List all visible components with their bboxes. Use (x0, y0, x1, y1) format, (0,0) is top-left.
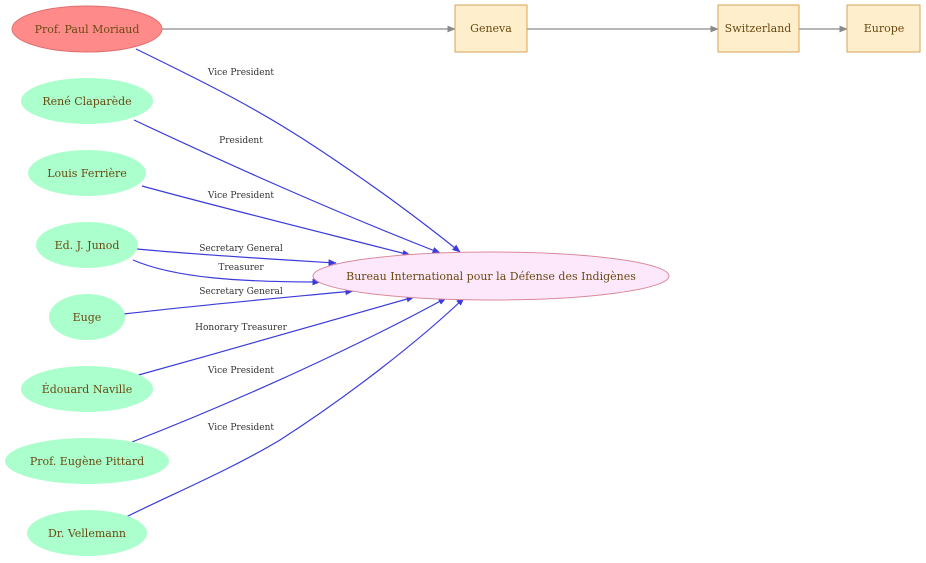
node-junod-label: Ed. J. Junod (55, 239, 120, 252)
node-claparede-shape (21, 78, 153, 124)
edge-label-ferriere: Vice President (207, 191, 275, 201)
edge-label-pittard: Vice President (207, 366, 275, 376)
node-vellemann-shape (27, 510, 147, 556)
edge-ferriere-bureau (141, 185, 411, 257)
node-pittard-label: Prof. Eugène Pittard (30, 455, 144, 468)
node-switzerland[interactable]: Switzerland (717, 4, 800, 53)
node-bureau[interactable]: Bureau International pour la Défense des… (312, 251, 670, 301)
edge-naville-bureau (134, 295, 415, 377)
node-bureau-shape (312, 251, 670, 301)
edge-euge-bureau (123, 288, 354, 315)
node-claparede-label: René Claparède (42, 95, 131, 108)
node-ferriere[interactable]: Louis Ferrière (28, 150, 146, 196)
node-euge-shape (49, 294, 125, 340)
node-junod-shape (36, 222, 138, 268)
node-moriaud[interactable]: Prof. Paul Moriaud (11, 5, 163, 53)
node-pittard[interactable]: Prof. Eugène Pittard (5, 438, 169, 484)
place-nodes: Geneva Switzerland Europe (454, 4, 921, 53)
node-claparede[interactable]: René Claparède (21, 78, 153, 124)
edge-junod-bureau-treasurer (132, 259, 321, 286)
node-geneva[interactable]: Geneva (454, 4, 528, 53)
edge-label-claparede: President (219, 136, 263, 146)
edge-labels: Vice President President Vice President … (195, 68, 287, 433)
node-junod[interactable]: Ed. J. Junod (36, 222, 138, 268)
node-switzerland-label: Switzerland (725, 22, 792, 35)
edge-label-moriaud: Vice President (207, 68, 275, 78)
edge-junod-bureau-secretary (136, 248, 337, 266)
edge-label-euge: Secretary General (199, 287, 283, 297)
node-geneva-label: Geneva (470, 22, 512, 35)
node-naville-shape (21, 366, 153, 412)
node-europe[interactable]: Europe (846, 4, 921, 53)
person-nodes: Prof. Paul Moriaud René Claparède Louis … (5, 5, 169, 556)
node-euge-label: Euge (73, 311, 102, 324)
edge-label-junod-treasurer: Treasurer (218, 263, 264, 273)
node-euge[interactable]: Euge (49, 294, 125, 340)
node-vellemann-label: Dr. Vellemann (48, 527, 126, 540)
edge-label-naville: Honorary Treasurer (195, 323, 287, 333)
node-ferriere-label: Louis Ferrière (47, 167, 127, 180)
node-switzerland-shape (717, 4, 800, 53)
node-vellemann[interactable]: Dr. Vellemann (27, 510, 147, 556)
node-bureau-label: Bureau International pour la Défense des… (346, 270, 636, 283)
node-europe-label: Europe (864, 22, 905, 35)
edge-claparede-bureau (133, 119, 441, 254)
edge-pittard-bureau (131, 297, 447, 443)
edge-label-junod-secretary: Secretary General (199, 244, 283, 254)
node-naville-label: Édouard Naville (42, 382, 133, 396)
node-moriaud-shape (11, 5, 163, 53)
edge-moriaud-bureau (135, 48, 461, 253)
node-ferriere-shape (28, 150, 146, 196)
edge-label-vellemann: Vice President (207, 423, 275, 433)
edge-vellemann-bureau (123, 297, 465, 519)
node-europe-shape (846, 4, 921, 53)
node-naville[interactable]: Édouard Naville (21, 366, 153, 412)
node-geneva-shape (454, 4, 528, 53)
node-pittard-shape (5, 438, 169, 484)
node-moriaud-label: Prof. Paul Moriaud (35, 23, 140, 36)
role-edges (123, 48, 465, 519)
